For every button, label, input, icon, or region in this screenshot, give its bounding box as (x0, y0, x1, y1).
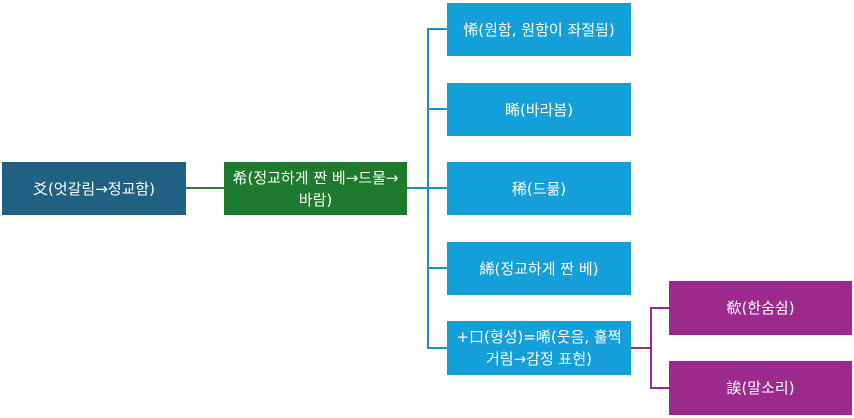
branch-node-4: 絺(정교하게 짠 베) (447, 242, 631, 295)
middle-node: 希(정교하게 짠 베→드물→바람) (224, 162, 407, 215)
branch-node-3: 稀(드묾) (447, 162, 631, 215)
root-node: 爻(엇갈림→정교함) (2, 162, 186, 215)
branch-node-5: +口(형성)=唏(웃음, 훌쩍거림→감정 표현) (447, 321, 631, 375)
sub-node-1: 欷(한숨쉼) (669, 281, 852, 335)
branch-node-2: 睎(바라봄) (447, 83, 631, 136)
branch-node-1: 悕(원함, 원함이 좌절됨) (447, 3, 631, 56)
sub-node-2: 誒(말소리) (669, 361, 852, 415)
